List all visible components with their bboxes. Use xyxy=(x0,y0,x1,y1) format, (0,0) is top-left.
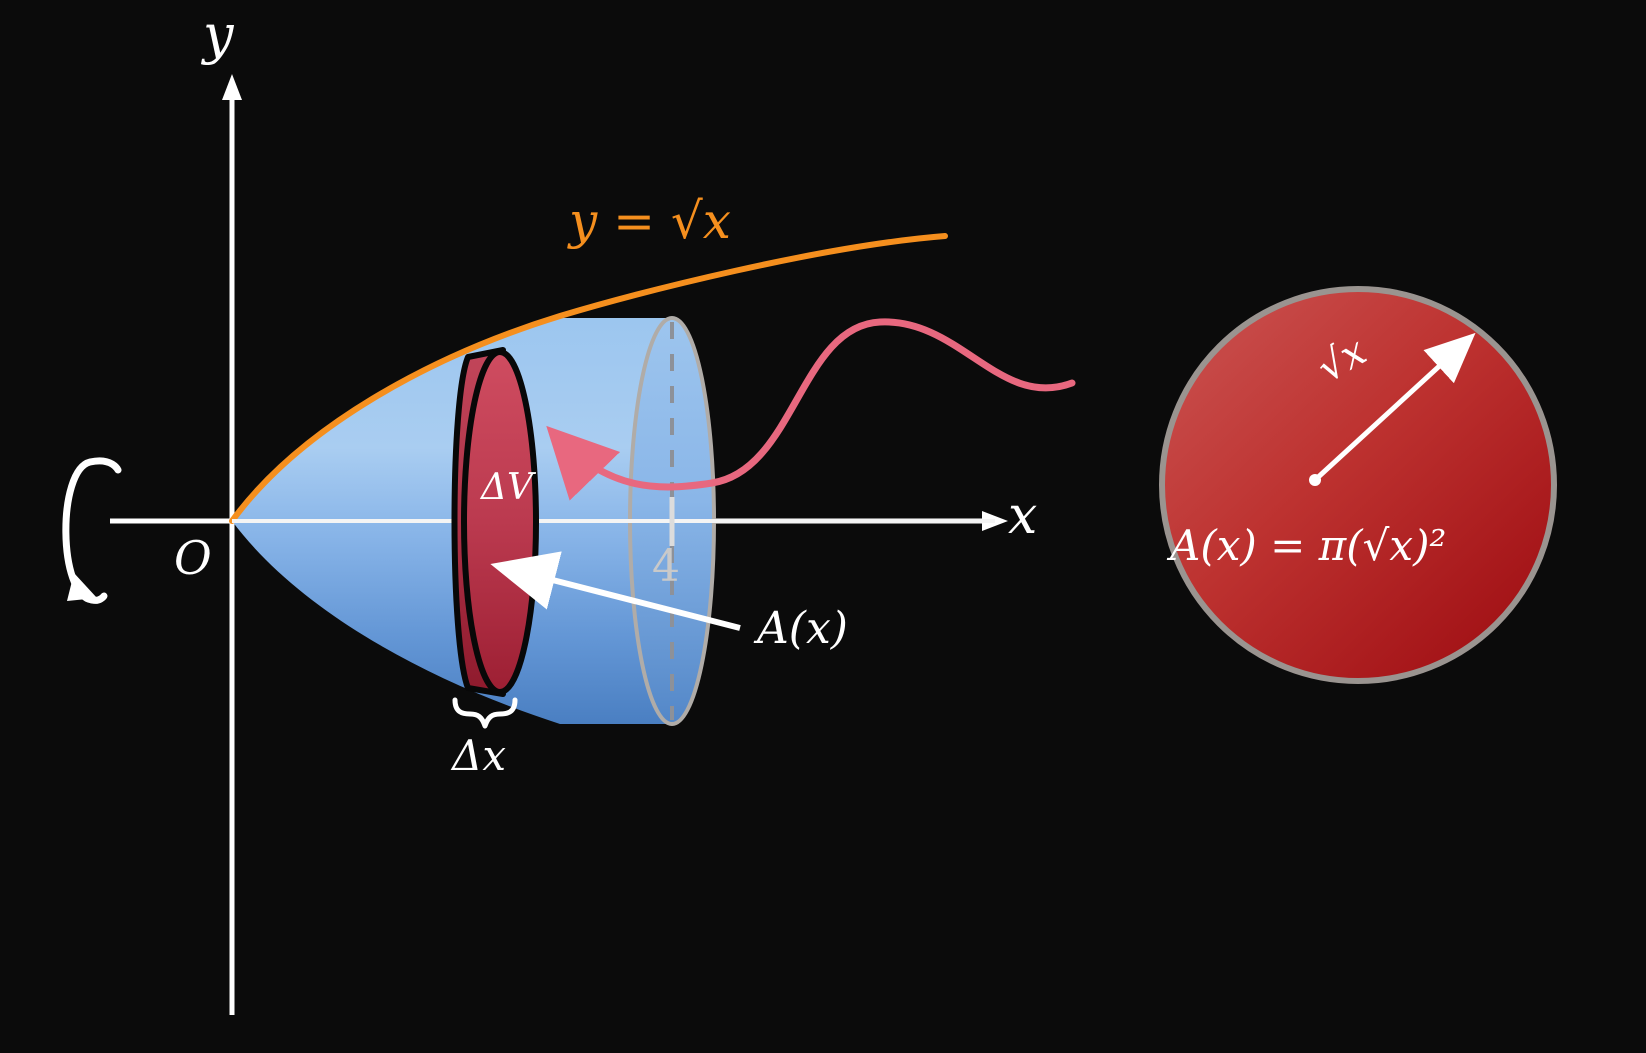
area-formula-label: A(x) = π(√x)² xyxy=(1170,521,1447,570)
delta-v-label: ΔV xyxy=(481,467,533,508)
area-of-cross-section-label: A(x) xyxy=(757,603,848,654)
delta-x-label: Δx xyxy=(452,731,507,780)
x-axis-label: x xyxy=(1008,486,1038,546)
sqrt-curve xyxy=(229,233,948,524)
curve-equation-label: y = √x xyxy=(569,192,731,250)
delta-x-brace xyxy=(452,697,518,729)
disk-slice xyxy=(451,347,539,697)
cross-section-circle xyxy=(1159,286,1557,684)
connector-curve xyxy=(546,318,1076,501)
area-pointer-arrow xyxy=(490,551,741,631)
origin-label: O xyxy=(174,531,212,585)
radius-arrow xyxy=(1313,332,1476,482)
y-axis-label: y xyxy=(203,3,234,66)
rotation-arrow-icon xyxy=(62,457,122,604)
x-tick-label-4: 4 xyxy=(652,541,680,592)
